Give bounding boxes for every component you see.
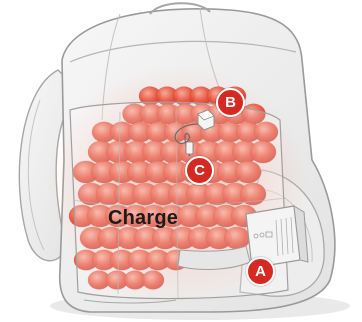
socket-plug bbox=[198, 110, 214, 130]
callout-c: C bbox=[185, 156, 214, 185]
cable-connector bbox=[186, 142, 193, 154]
callout-a: A bbox=[246, 257, 275, 286]
charge-label: Charge bbox=[108, 207, 178, 230]
callout-b: B bbox=[216, 88, 245, 117]
